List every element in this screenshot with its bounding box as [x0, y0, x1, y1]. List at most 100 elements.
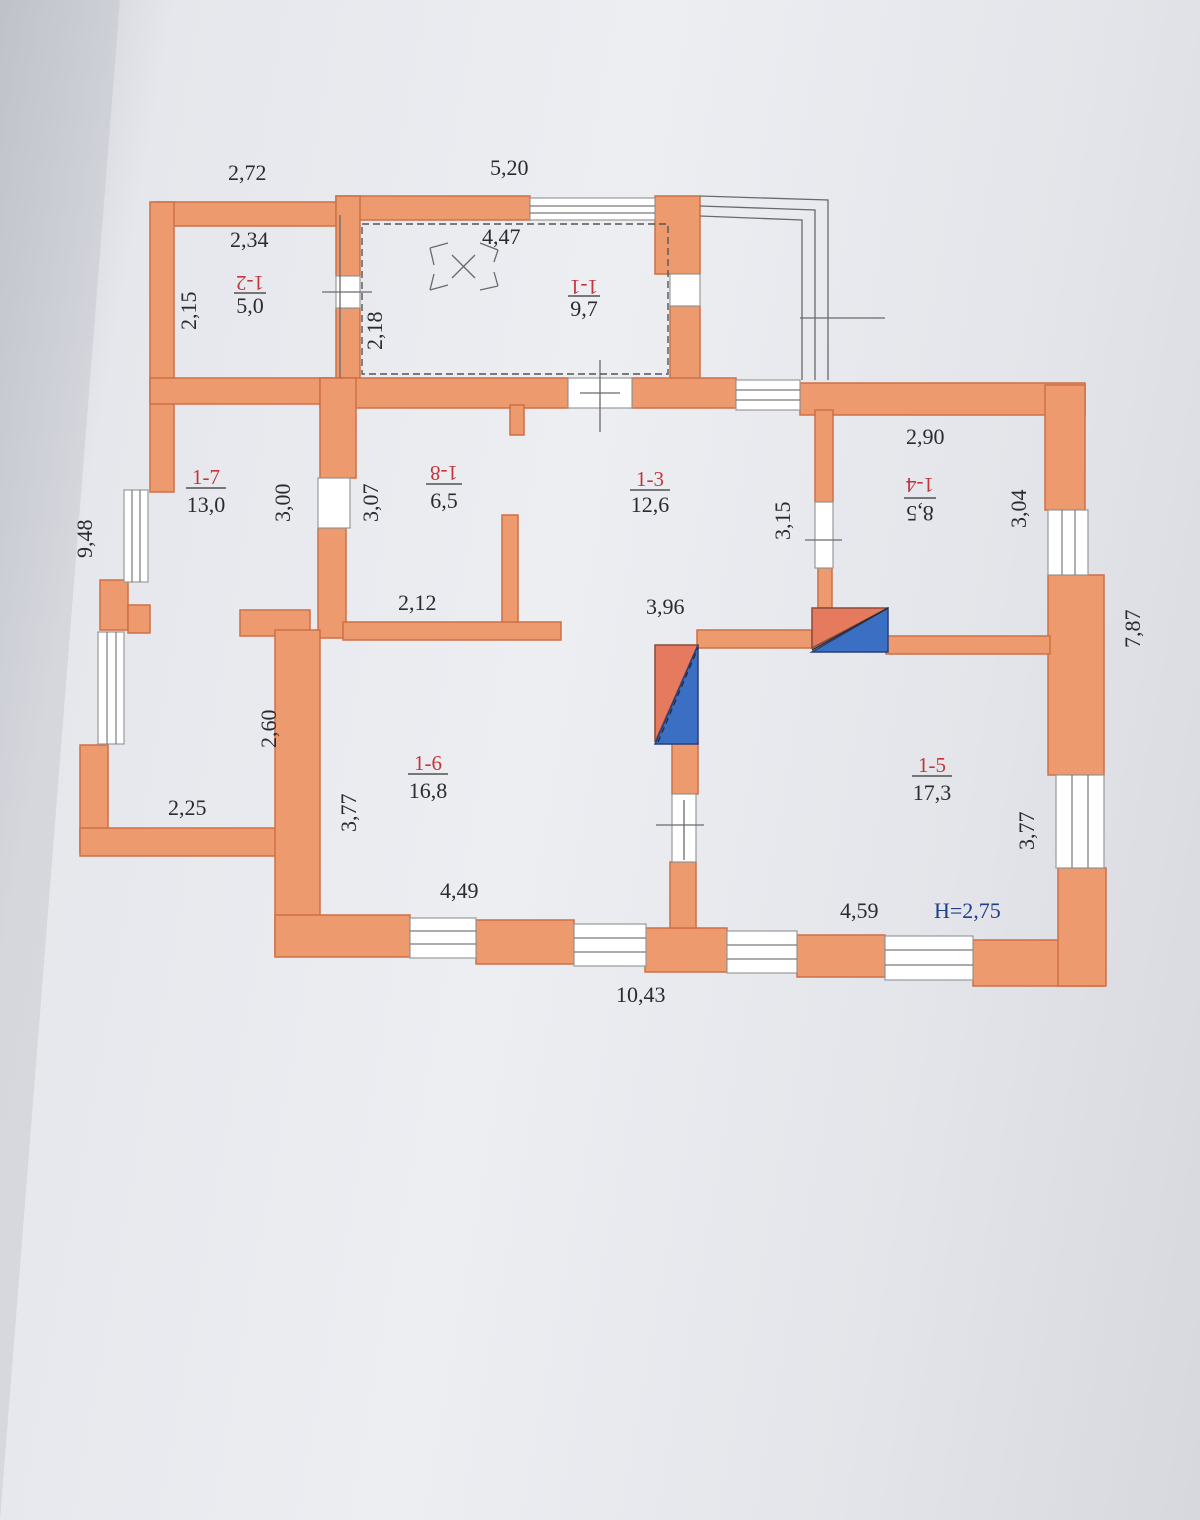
room-area: 5,0: [236, 293, 264, 318]
wall-left-upper: [149, 201, 175, 493]
room-area: 16,8: [409, 778, 448, 803]
window-room7-lower: [97, 631, 125, 745]
room-1-8: 1-8 6,5: [426, 461, 462, 513]
room-area: 9,7: [570, 296, 598, 321]
wall-right-mid: [1047, 574, 1105, 776]
dim-room4-width: 2,90: [906, 424, 945, 449]
wall-bottom-1: [274, 914, 411, 958]
wall-room4-bottom: [885, 635, 1051, 655]
window-room3-top: [735, 379, 801, 411]
wall-main-left-mid: [317, 527, 347, 639]
window-room7-upper: [123, 489, 149, 583]
dim-room7-width: 2,25: [168, 795, 207, 820]
room-area: 12,6: [631, 492, 670, 517]
wall-right-lower: [1057, 867, 1107, 987]
porch: [339, 195, 885, 380]
dim-room7-height: 3,00: [270, 484, 295, 523]
wall-bottom-4: [796, 934, 886, 978]
dim-room12-height: 2,15: [176, 292, 201, 331]
dim-room5-height: 3,77: [1014, 812, 1039, 851]
dim-room3-width: 3,96: [646, 594, 685, 619]
wall-room12-bottom: [149, 377, 331, 405]
wall-stub-top: [509, 404, 525, 436]
dim-overall-bottom: 10,43: [616, 982, 666, 1007]
wall-room5-left-upper: [671, 741, 699, 795]
dim-overall-left: 9,48: [72, 520, 97, 559]
wall-left-bottom: [79, 827, 286, 857]
walls: [79, 195, 1107, 987]
dim-room5-width: 4,59: [840, 898, 879, 923]
wall-vestibule-right-upper: [654, 195, 701, 275]
dim-room12-width: 2,34: [230, 227, 269, 252]
dim-room7-lower: 2,60: [256, 710, 281, 749]
window-room5-left: [726, 930, 798, 974]
wall-corridor-vertical: [501, 514, 519, 628]
wall-main-top-mid: [631, 377, 737, 409]
window-room6-right: [573, 923, 647, 967]
room-1-3: 1-3 12,6: [630, 467, 670, 517]
dim-top-main-width: 5,20: [490, 155, 529, 180]
wall-main-left-upper: [319, 377, 357, 479]
room-id: 1-4: [906, 473, 934, 497]
dimension-labels: 2,72 5,20 2,34 4,47 2,15 2,18 3,00 3,07 …: [72, 155, 1145, 1007]
window-room5-right: [884, 935, 974, 981]
stoves: [653, 606, 889, 745]
door-room4: [814, 501, 834, 569]
wall-room4-left-lower: [817, 567, 833, 609]
hatch-icon: [429, 242, 499, 291]
room-1-5: 1-5 17,3: [912, 753, 952, 805]
wall-room5-top: [696, 629, 813, 649]
door-vestibule-right: [669, 273, 701, 307]
room-area: 8,5: [906, 501, 934, 526]
wall-left-pier: [99, 579, 129, 631]
window-room4: [1047, 509, 1089, 576]
wall-left-stub: [127, 604, 151, 634]
wall-main-left-lower: [274, 629, 321, 956]
room-1-4: 1-4 8,5: [904, 473, 936, 526]
room-area: 13,0: [187, 492, 226, 517]
room-id: 1-7: [192, 465, 220, 489]
vestibule-dashed-border: [361, 223, 669, 375]
wall-vestibule-right-lower: [669, 305, 701, 383]
wall-vestibule-top-left: [335, 195, 531, 221]
wall-right-upper: [1044, 384, 1086, 511]
dim-room4-height: 3,04: [1006, 490, 1031, 529]
wall-room5-left-lower: [669, 861, 697, 929]
room-1-2: 1-2 5,0: [234, 271, 266, 318]
room-area: 17,3: [913, 780, 952, 805]
dim-overall-right: 7,87: [1120, 610, 1145, 649]
room-id: 1-2: [236, 271, 264, 295]
room-labels: 1-1 9,7 1-2 5,0 1-3 12,6 1-4 8,5 1-5 17,…: [186, 271, 952, 805]
room-1-6: 1-6 16,8: [408, 751, 448, 803]
dim-room6-height: 3,77: [336, 794, 361, 833]
room-1-7: 1-7 13,0: [186, 465, 226, 517]
window-room6: [409, 917, 477, 959]
room-id: 1-3: [636, 467, 664, 491]
dim-room11-height: 2,18: [362, 312, 387, 351]
dim-room11-width: 4,47: [482, 224, 521, 249]
vestibule-outline: [361, 223, 669, 375]
room-area: 6,5: [430, 488, 458, 513]
dim-room8-height: 3,07: [358, 484, 383, 523]
wall-bottom-3: [644, 927, 728, 973]
dim-room6-width: 4,49: [440, 878, 479, 903]
wall-main-top-right: [799, 382, 1086, 416]
dim-room3-height: 3,15: [770, 502, 795, 541]
room-id: 1-5: [918, 753, 946, 777]
room-id: 1-1: [570, 275, 598, 299]
room-id: 1-8: [430, 461, 458, 485]
ceiling-height: Н=2,75: [934, 898, 1001, 923]
window-vestibule-top: [529, 197, 656, 221]
stove-room5-blue: [653, 644, 699, 745]
wall-main-top-left: [319, 377, 569, 409]
door-openings: [317, 273, 842, 863]
wall-corridor-horizontal: [342, 621, 562, 641]
wall-bottom-2: [475, 919, 575, 965]
door-room8: [317, 477, 351, 529]
room-1-1: 1-1 9,7: [568, 275, 600, 321]
wall-room4-left-upper: [814, 409, 834, 503]
wall-top-left: [153, 201, 341, 227]
windows: [97, 197, 1105, 981]
